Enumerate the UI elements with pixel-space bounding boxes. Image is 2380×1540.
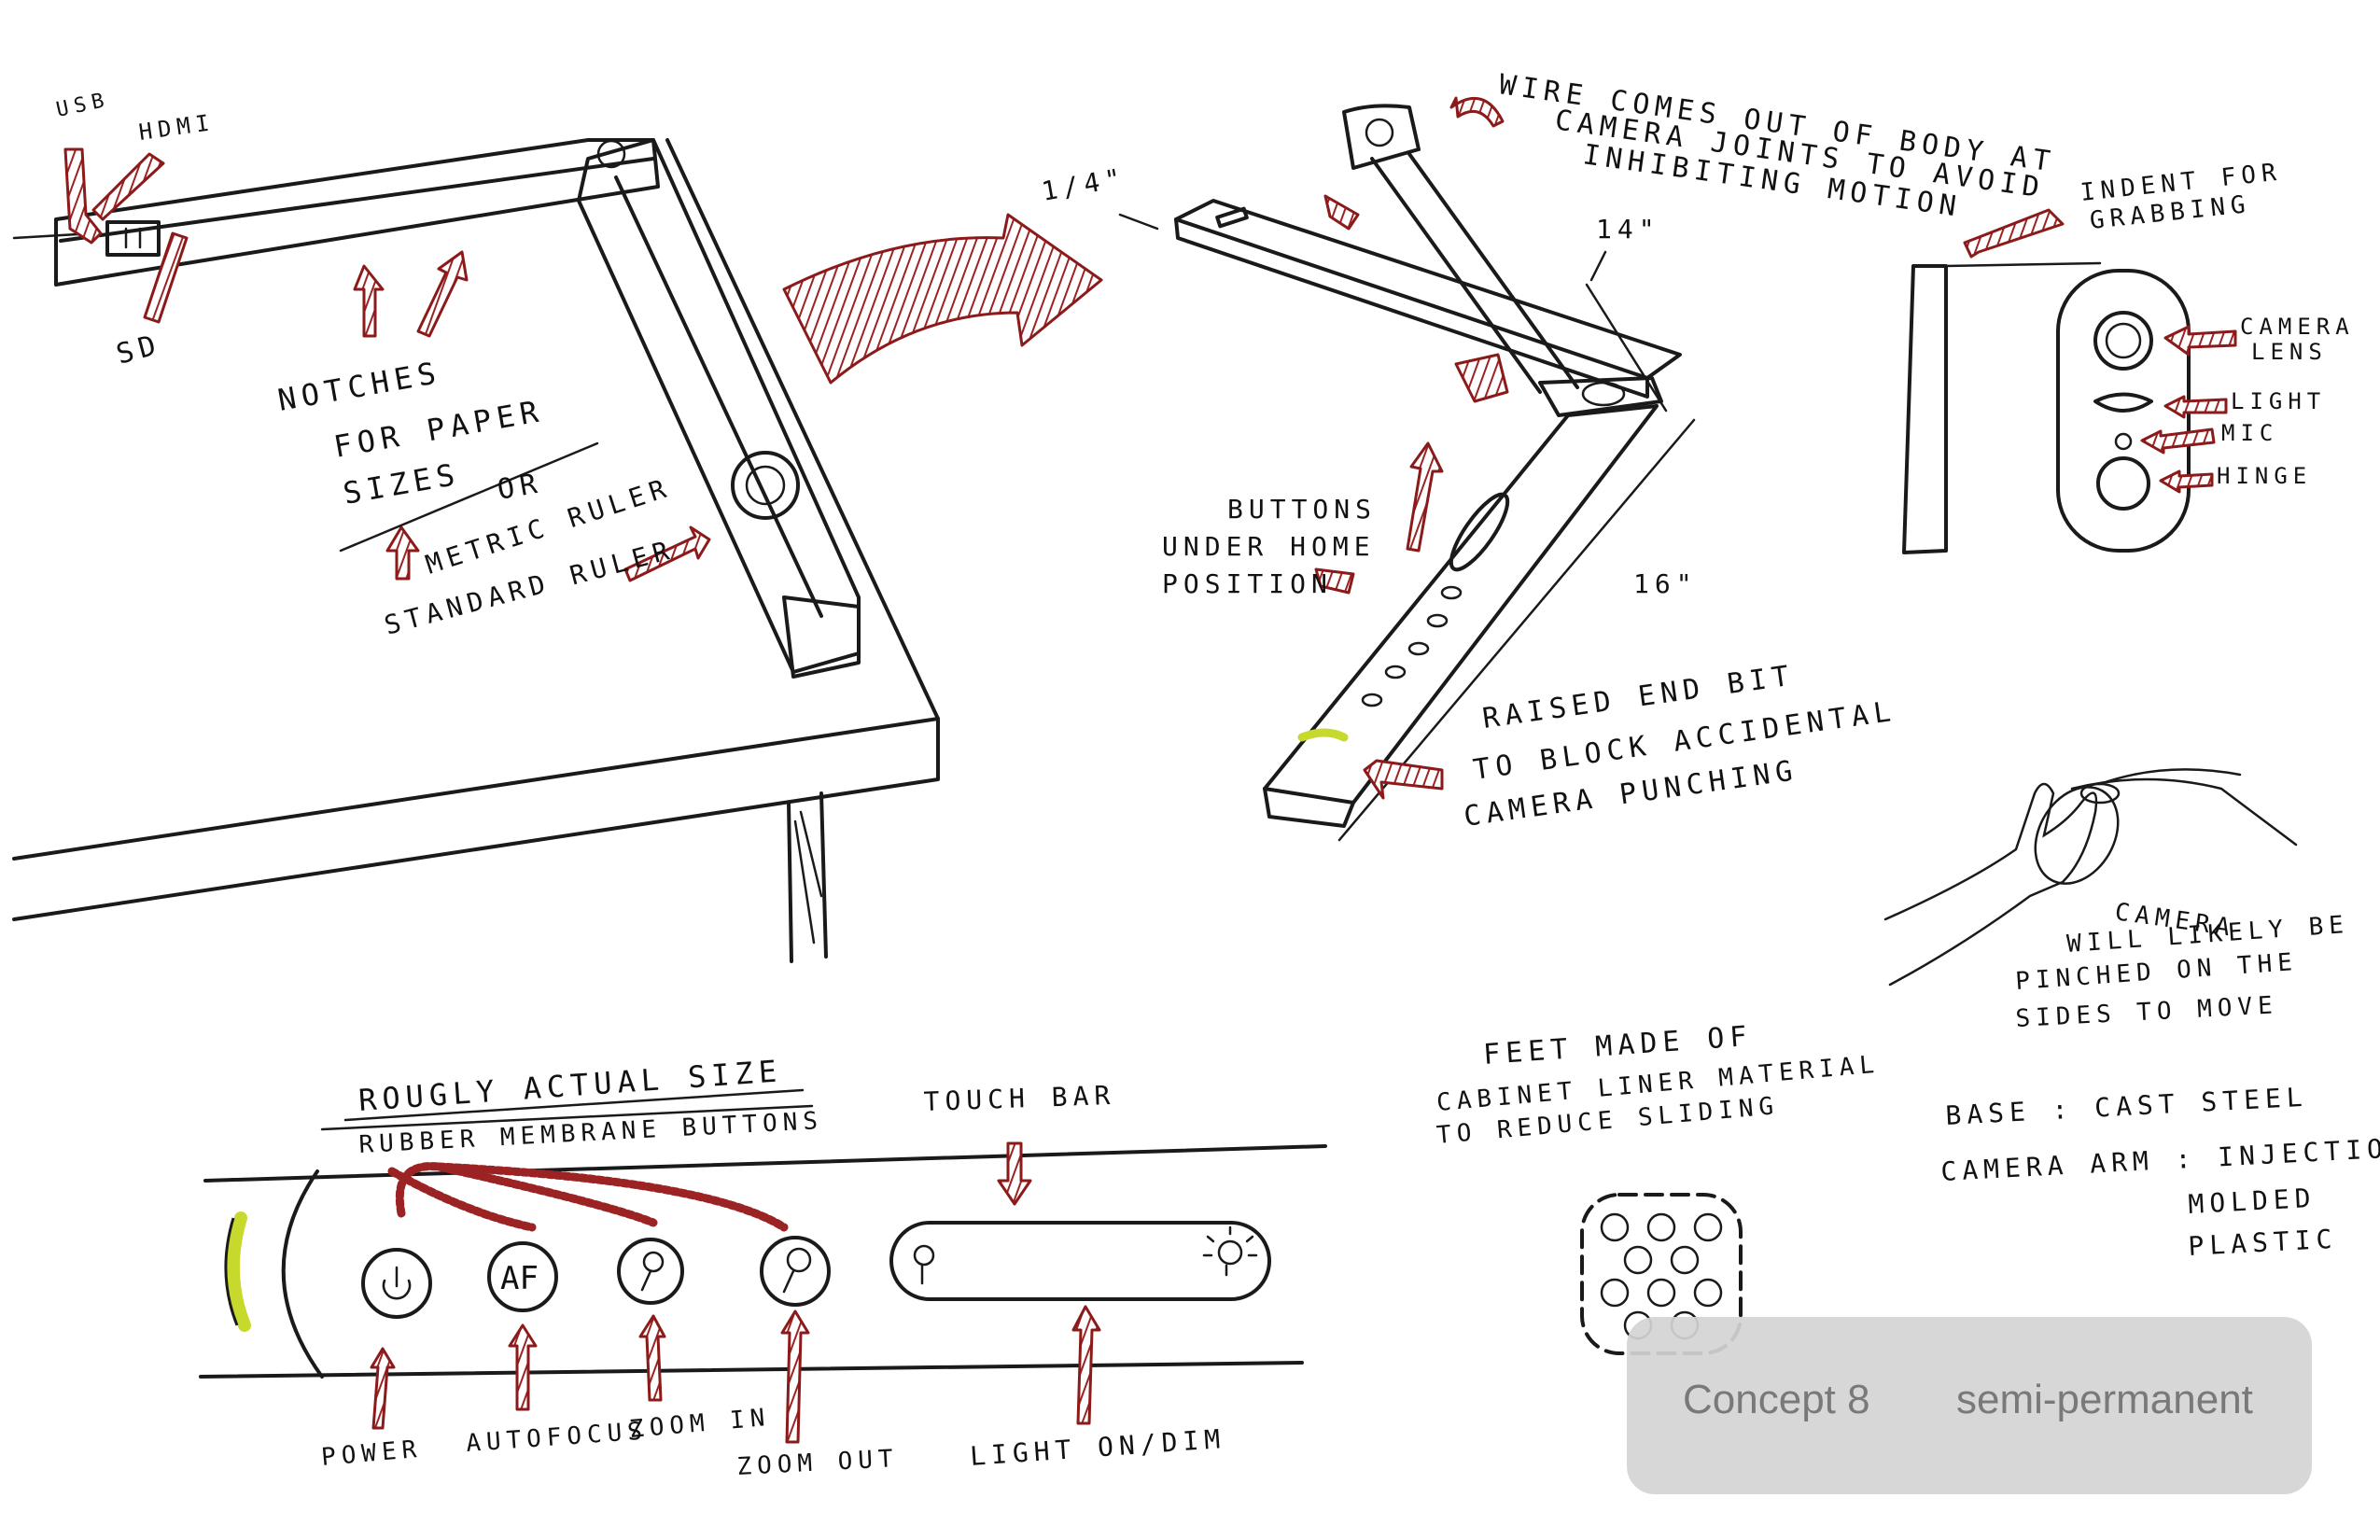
button-group-bracket [387,1162,789,1232]
camera-head-sketch: INDENT FOR GRABBING CAMERA LENS LIGHT MI… [1902,158,2355,554]
raised-end-arrow [1363,759,1444,800]
raise-arrow [1406,441,1444,553]
mic-arrow [2140,427,2216,455]
notches-label-2: FOR PAPER [331,393,547,465]
power-arrow [370,1347,396,1430]
feet-label-1: FEET MADE OF [1482,1020,1753,1071]
zoom-in-button[interactable] [617,1238,684,1305]
joint-arrow-1 [1323,194,1360,231]
feet-material-sketch: FEET MADE OF CABINET LINER MATERIAL TO R… [1435,1020,2380,1355]
notch-arrow-1 [353,264,385,338]
power-button[interactable] [361,1248,432,1319]
pinch-label-4: SIDES TO MOVE [2015,991,2279,1033]
buttons-label-2: UNDER HOME [1162,531,1376,562]
lens-arrow [2163,325,2237,357]
touch-bar[interactable] [889,1221,1271,1301]
pinch-label-3: PINCHED ON THE [2014,948,2299,996]
quarter-inch-label: 1/4" [1039,162,1128,207]
touch-bar-label: TOUCH BAR [923,1080,1116,1117]
power-icon [382,1266,412,1300]
light-on-icon [1217,1239,1243,1266]
hdmi-arrow [91,152,165,221]
arm-label-1: CAMERA ARM : INJECTION [1940,1132,2380,1187]
zoom-out-arrow [780,1309,810,1444]
hdmi-label: HDMI [137,109,217,146]
buttons-label-1: BUTTONS [1227,494,1377,525]
usb-label: USB [54,88,112,121]
concept-number: Concept 8 [1683,1377,1870,1422]
actual-size-label: ROUGLY ACTUAL SIZE [357,1053,783,1118]
buttons-label-3: POSITION [1162,568,1333,599]
dim-16-label: 16" [1633,568,1698,599]
concept-badge: Concept 8 semi-permanent [1627,1317,2312,1494]
power-label: POWER [320,1435,423,1472]
notches-or-label: OR [495,467,544,507]
base-label: BASE : CAST STEEL [1945,1082,2309,1131]
transition-arrow [782,213,1103,385]
hinge-label: HINGE [2217,463,2312,489]
indent-arrow [1963,208,2065,259]
metric-arrow [385,525,420,581]
zoom-out-label: ZOOM OUT [736,1445,900,1481]
folded-device-sketch: 1/4" WIRE COMES OUT OF BODY AT CAMERA JO… [1039,68,2057,842]
concept-type: semi-permanent [1956,1377,2253,1422]
camera-lens-label-2: LENS [2251,339,2328,365]
hand-pinch-sketch: CAMERA WILL LIKELY BE PINCHED ON THE SID… [1883,768,2350,1033]
mic-label: MIC [2221,420,2278,446]
light-arrow [2163,395,2228,419]
control-bar-sketch: ROUGLY ACTUAL SIZE RUBBER MEMBRANE BUTTO… [199,1053,1327,1481]
desk-arm-sketch: USB HDMI SD NOTCHES FOR PAPER SIZES OR M… [12,88,940,963]
zoom-out-icon [786,1247,812,1273]
light-off-icon [913,1244,935,1267]
usb-arrow [63,147,103,245]
buttons-arrow [1314,567,1355,595]
dim-14-label: 14" [1596,214,1660,245]
notches-label-3: SIZES [341,456,463,511]
autofocus-button[interactable] [487,1241,558,1312]
arm-label-2: MOLDED [2188,1183,2317,1220]
zoom-in-icon [642,1251,665,1273]
arm-label-3: PLASTIC [2188,1224,2339,1262]
standard-arrow [623,525,711,582]
sd-arrow [143,231,189,324]
zoom-in-arrow [638,1314,666,1402]
light-label: LIGHT [2231,388,2326,414]
camera-lens-label-1: CAMERA [2240,314,2355,340]
zoom-in-label: ZOOM IN [628,1404,772,1444]
light-dim-arrow [1071,1305,1101,1425]
zoom-out-button[interactable] [760,1236,831,1307]
af-text: AF [500,1260,539,1297]
notches-label-1: NOTCHES [275,355,444,418]
notch-arrow-2 [416,250,469,338]
autofocus-label: AUTOFOCUS [465,1417,649,1458]
touch-bar-arrow [997,1141,1032,1206]
sd-label: SD [113,328,165,371]
light-dim-label: LIGHT ON/DIM [969,1423,1226,1472]
joint-arrow-2 [1454,353,1509,403]
hinge-arrow [2159,469,2214,494]
wire-arrow [1449,96,1505,128]
autofocus-arrow [508,1323,538,1411]
